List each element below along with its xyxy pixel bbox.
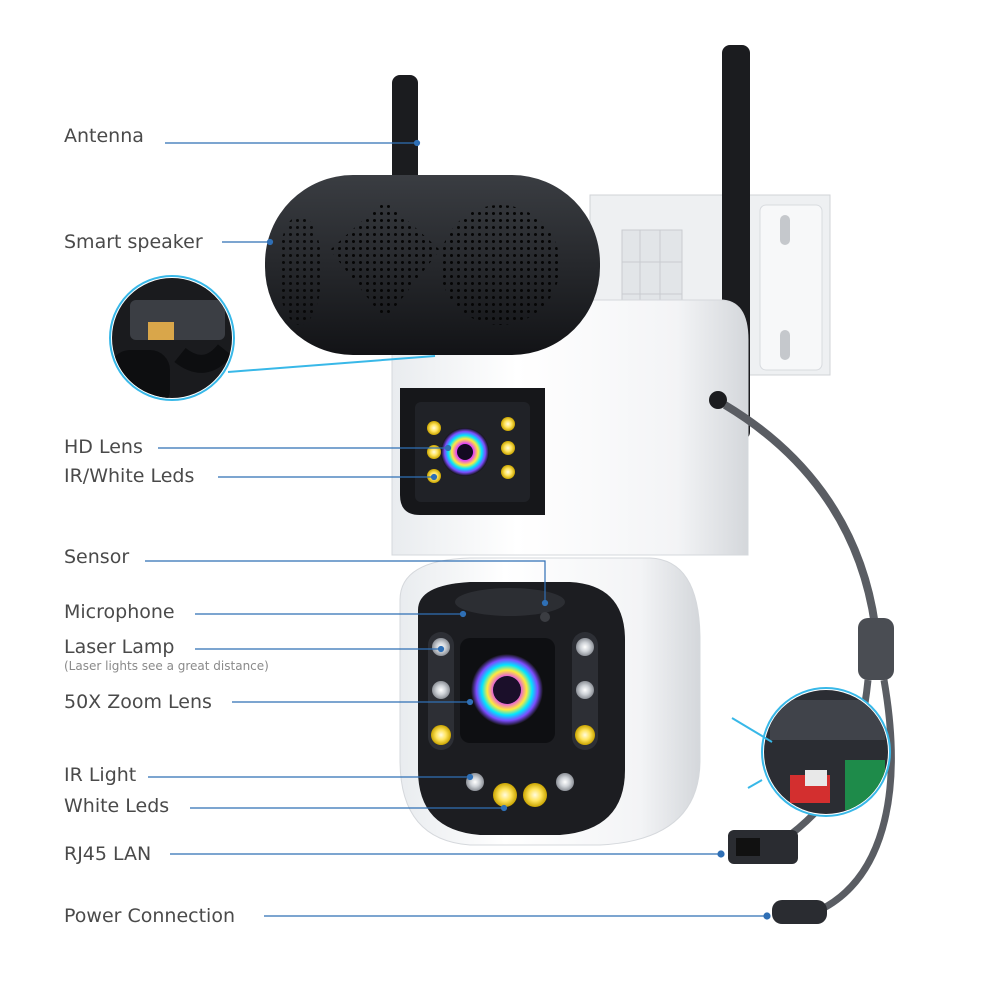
label-power-connection: Power Connection — [64, 905, 235, 927]
label-hd-lens: HD Lens — [64, 436, 143, 458]
label-smart-speaker: Smart speaker — [64, 231, 203, 253]
cable-splitter — [858, 618, 894, 680]
label-rj45-lan: RJ45 LAN — [64, 843, 152, 865]
label-laser-lamp: Laser Lamp — [64, 636, 175, 658]
label-laser-lamp-note: (Laser lights see a great distance) — [64, 659, 269, 673]
hd-lens-module — [400, 388, 545, 515]
wall-bracket — [589, 194, 831, 376]
label-ir-light: IR Light — [64, 764, 137, 786]
label-zoom-lens: 50X Zoom Lens — [64, 691, 212, 713]
label-microphone: Microphone — [64, 601, 175, 623]
power-connector — [772, 900, 827, 924]
callout-leaders — [145, 139, 771, 920]
speaker-unit — [265, 175, 600, 355]
sd-slot-inset — [109, 275, 235, 401]
sd-card-slot-icon — [148, 322, 174, 340]
sd-card-inset — [761, 687, 891, 817]
label-ir-white-leds: IR/White Leds — [64, 465, 195, 487]
label-white-leds: White Leds — [64, 795, 170, 817]
sd-slot-pointer — [227, 355, 436, 373]
main-cable — [722, 401, 879, 626]
label-sensor: Sensor — [64, 546, 130, 568]
ptz-dome — [399, 557, 701, 846]
label-antenna: Antenna — [64, 125, 144, 147]
